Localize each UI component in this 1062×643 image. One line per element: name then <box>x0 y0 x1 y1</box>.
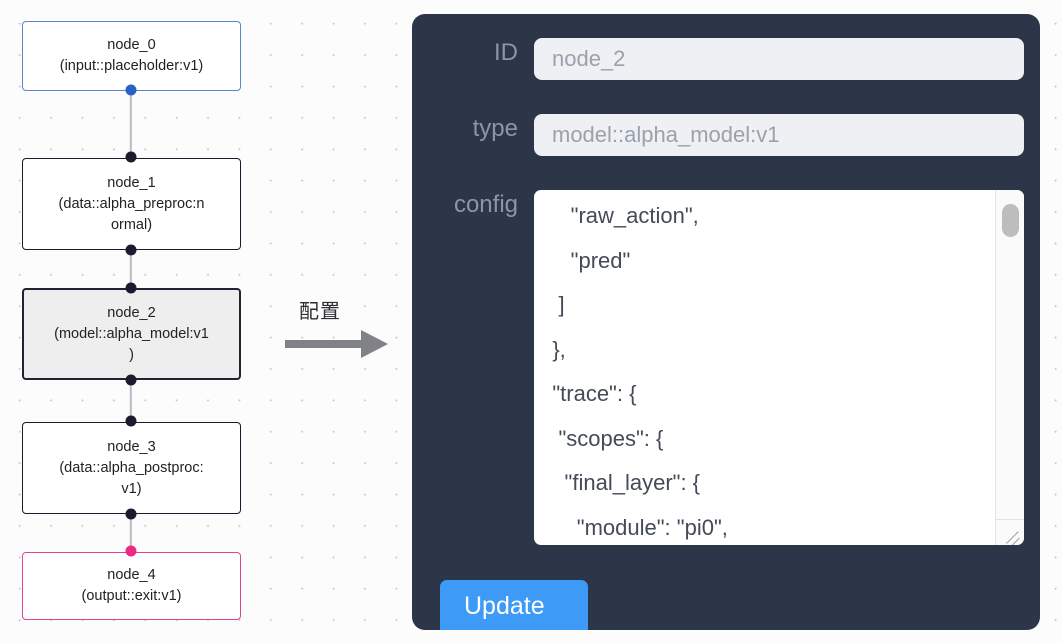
config-arrow-group: 配置 <box>285 295 395 365</box>
config-resize-handle[interactable] <box>995 519 1024 545</box>
config-field-row: config "raw_action", "pred" ] }, "trace"… <box>426 190 1024 545</box>
node_1-output-port[interactable] <box>125 244 137 256</box>
update-button[interactable]: Update <box>440 580 588 630</box>
config-scrollbar[interactable] <box>995 190 1024 520</box>
id-field-label: ID <box>494 39 518 66</box>
type-input[interactable] <box>534 114 1024 156</box>
config-scrollbar-thumb[interactable] <box>1002 204 1019 237</box>
node-id-label: node_2 <box>107 304 156 321</box>
node-config-panel: ID type config "raw_action", "pred" ] },… <box>412 14 1040 630</box>
graph-node-node_1[interactable]: node_1 (data::alpha_preproc:n ormal) <box>22 158 241 250</box>
graph-node-node_3[interactable]: node_3 (data::alpha_postproc: v1) <box>22 422 241 514</box>
node_4-input-port[interactable] <box>125 545 137 557</box>
edge-node0-node1 <box>129 88 133 160</box>
node-type-label: (data::alpha_postproc: v1) <box>59 459 204 497</box>
node-id-label: node_4 <box>107 567 156 583</box>
graph-node-node_4[interactable]: node_4 (output::exit:v1) <box>22 552 241 620</box>
node_0-output-port[interactable] <box>125 84 137 96</box>
id-input[interactable] <box>534 38 1024 80</box>
node_3-input-port[interactable] <box>125 415 137 427</box>
node-type-label: (data::alpha_preproc:n ormal) <box>58 195 205 233</box>
graph-node-node_0[interactable]: node_0 (input::placeholder:v1) <box>22 21 241 91</box>
arrow-label: 配置 <box>299 299 341 323</box>
node-id-label: node_0 <box>107 37 156 53</box>
node-type-label: (output::exit:v1) <box>81 588 182 604</box>
node-id-label: node_3 <box>107 438 156 455</box>
node-type-label: (model::alpha_model:v1 ) <box>54 325 209 363</box>
node_2-input-port[interactable] <box>125 282 137 294</box>
node_2-output-port[interactable] <box>125 374 137 386</box>
edge-node2-node3 <box>129 378 133 450</box>
node_1-input-port[interactable] <box>125 151 137 163</box>
config-textarea[interactable]: "raw_action", "pred" ] }, "trace": { "sc… <box>552 203 728 540</box>
config-editor[interactable]: "raw_action", "pred" ] }, "trace": { "sc… <box>534 190 1024 545</box>
type-field-row: type <box>426 114 1024 156</box>
graph-node-node_2[interactable]: node_2 (model::alpha_model:v1 ) <box>22 288 241 380</box>
type-field-label: type <box>472 115 518 142</box>
right-arrow-icon <box>285 330 388 358</box>
node-type-label: (input::placeholder:v1) <box>59 58 204 74</box>
config-field-label: config <box>453 191 518 218</box>
node-id-label: node_1 <box>107 174 156 191</box>
id-field-row: ID <box>426 38 1024 80</box>
node_3-output-port[interactable] <box>125 508 137 520</box>
